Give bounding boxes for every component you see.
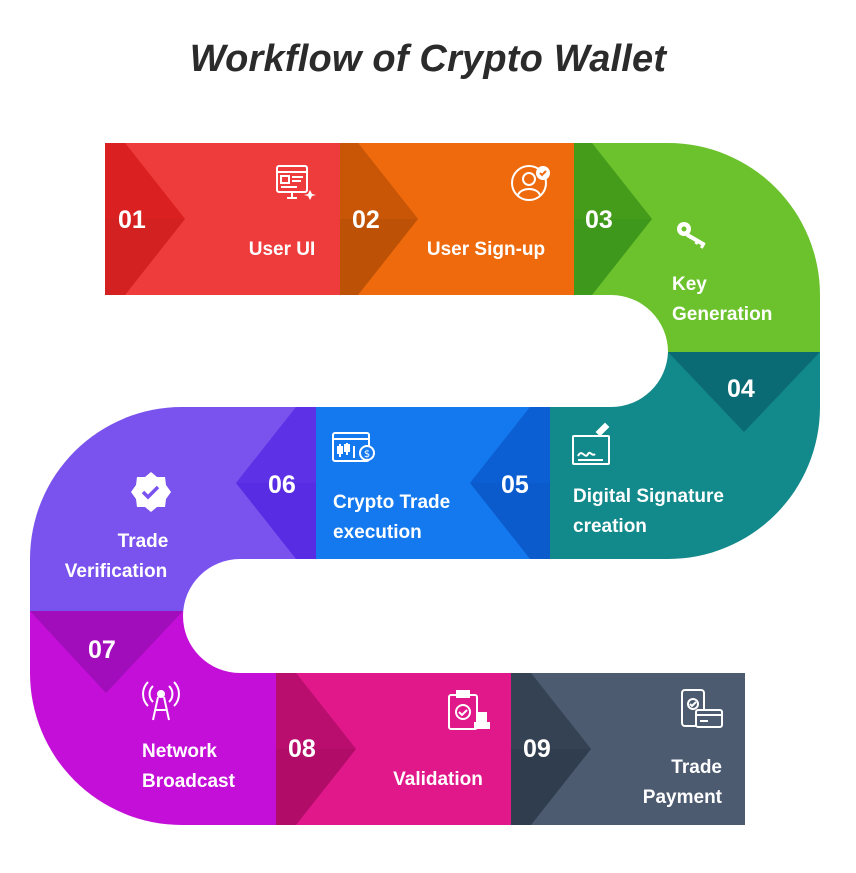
step-06-label-line1: Trade xyxy=(118,531,169,552)
step-08: 08 Validation xyxy=(276,673,511,825)
step-06-label-line2: Verification xyxy=(65,561,167,582)
phone-card-payment-icon xyxy=(681,689,723,728)
step-06-number: 06 xyxy=(268,471,296,499)
step-09-number: 09 xyxy=(523,735,551,763)
step-01-number: 01 xyxy=(118,206,146,234)
keys-icon xyxy=(677,222,706,249)
step-01-label: User UI xyxy=(249,239,316,260)
step-08-number: 08 xyxy=(288,735,316,763)
step-03-number: 03 xyxy=(585,206,613,234)
step-07-number: 07 xyxy=(88,636,116,664)
step-04-number: 04 xyxy=(727,375,755,403)
broadcast-antenna-icon xyxy=(142,681,180,721)
step-02-label: User Sign-up xyxy=(427,239,545,260)
step-06: 06 Trade Verification xyxy=(30,407,316,616)
step-04-label-line1: Digital Signature xyxy=(573,486,724,507)
trading-chart-icon: $ xyxy=(332,432,375,462)
step-05-label-line2: execution xyxy=(333,522,422,543)
step-02-number: 02 xyxy=(352,206,380,234)
step-06-segment xyxy=(30,407,316,616)
step-09-label-line1: Trade xyxy=(671,757,722,778)
step-05-label-line1: Crypto Trade xyxy=(333,492,450,513)
step-07-label-line2: Broadcast xyxy=(142,771,236,792)
verified-badge-icon xyxy=(131,472,171,512)
step-03-label-line2: Generation xyxy=(672,304,772,325)
step-04: 04 Digital Signature creation xyxy=(550,352,820,559)
step-02: 02 User Sign-up xyxy=(340,143,574,295)
step-05: 05 Crypto Trade execution $ xyxy=(316,407,550,559)
step-03-segment xyxy=(574,143,820,352)
step-07-label-line1: Network xyxy=(142,741,217,762)
user-check-icon xyxy=(511,165,550,201)
step-01: 01 User UI xyxy=(105,143,340,295)
clipboard-stamp-icon xyxy=(448,690,490,730)
step-09: 09 Trade Payment xyxy=(511,673,745,825)
step-03: 03 Key Generation xyxy=(574,143,820,352)
svg-text:$: $ xyxy=(364,449,370,460)
signature-icon xyxy=(572,422,610,465)
step-04-label-line2: creation xyxy=(573,516,647,537)
browser-window-icon xyxy=(276,165,316,200)
step-03-label-line1: Key xyxy=(672,274,707,295)
diagram-title: Workflow of Crypto Wallet xyxy=(189,38,667,80)
step-05-number: 05 xyxy=(501,471,529,499)
step-07: 07 Network Broadcast xyxy=(30,611,276,825)
step-09-label-line2: Payment xyxy=(643,787,723,808)
step-08-label: Validation xyxy=(393,769,483,790)
